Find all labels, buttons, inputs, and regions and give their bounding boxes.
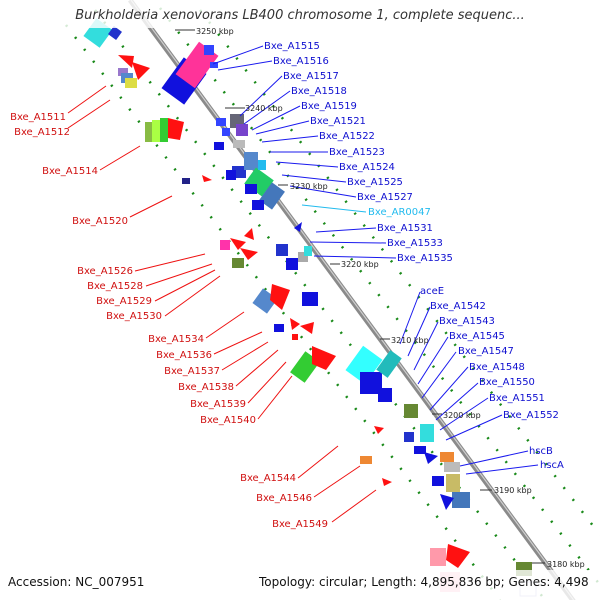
gene-label[interactable]: Bxe_A1544 [240,473,296,484]
gene-label[interactable]: Bxe_A1520 [72,216,128,227]
gene-label[interactable]: Bxe_A1516 [273,56,329,67]
gene-label-rna[interactable]: Bxe_AR0047 [368,207,431,218]
gene-label[interactable]: Bxe_A1551 [489,393,545,404]
gene-label[interactable]: Bxe_A1548 [469,362,525,373]
accession-text: Accession: NC_007951 [8,575,144,589]
tick-label: 3210 kbp [391,336,429,345]
gene-label[interactable]: Bxe_A1527 [357,192,413,203]
gene-label[interactable]: Bxe_A1536 [156,350,212,361]
minus-leaders [67,85,377,523]
gene-label[interactable]: Bxe_A1530 [106,311,162,322]
gene-label[interactable]: Bxe_A1531 [377,223,433,234]
gene-label[interactable]: Bxe_A1539 [190,399,246,410]
gene-label[interactable]: Bxe_A1528 [87,281,143,292]
gene-label[interactable]: Bxe_A1526 [77,266,133,277]
gene-label[interactable]: Bxe_A1521 [310,116,366,127]
gene-label[interactable]: Bxe_A1538 [178,382,234,393]
gene-label[interactable]: Bxe_A1522 [319,131,375,142]
gene-label[interactable]: Bxe_A1534 [148,334,204,345]
gene-label[interactable]: Bxe_A1511 [10,112,66,123]
tick-label: 3250 kbp [196,27,234,36]
gene-label[interactable]: Bxe_A1512 [14,127,70,138]
gene-label[interactable]: Bxe_A1542 [430,301,486,312]
tick-label: 3180 kbp [547,560,585,569]
summary-text: Topology: circular; Length: 4,895,836 bp… [258,575,589,589]
gene-label[interactable]: Bxe_A1533 [387,238,443,249]
footer-band [0,570,600,600]
gene-label[interactable]: Bxe_A1549 [272,519,328,530]
tick-label: 3240 kbp [245,104,283,113]
gene-label[interactable]: Bxe_A1529 [96,296,152,307]
genes-top[interactable] [83,18,219,105]
gene-label[interactable]: Bxe_A1545 [449,331,505,342]
gene-label[interactable]: hscB [529,446,553,457]
gene-label[interactable]: Bxe_A1517 [283,71,339,82]
gene-label[interactable]: Bxe_A1518 [291,86,347,97]
gene-label[interactable]: Bxe_A1523 [329,147,385,158]
gene-label[interactable]: Bxe_A1543 [439,316,495,327]
gene-label[interactable]: Bxe_A1550 [479,377,535,388]
gene-label[interactable]: Bxe_A1514 [42,166,98,177]
plus-gene-labels: Bxe_A1515 Bxe_A1516 Bxe_A1517 Bxe_A1518 … [264,41,564,471]
tick-label: 3220 kbp [341,260,379,269]
page-title: Burkholderia xenovorans LB400 chromosome… [75,8,525,23]
gene-label[interactable]: Bxe_A1547 [458,346,514,357]
title-band [0,0,600,28]
gene-label[interactable]: Bxe_A1546 [256,493,312,504]
minus-gene-labels: Bxe_A1511 Bxe_A1512 Bxe_A1514 Bxe_A1520 … [10,112,328,530]
gene-label[interactable]: Bxe_A1525 [347,177,403,188]
tick-label: 3200 kbp [443,411,481,420]
gene-label[interactable]: Bxe_A1535 [397,253,453,264]
chromosome-backbone [127,0,576,600]
kbp-ticks [175,29,545,564]
gene-label[interactable]: Bxe_A1515 [264,41,320,52]
strand-guides [65,7,600,600]
gene-label[interactable]: Bxe_A1519 [301,101,357,112]
tick-labels: 3250 kbp 3240 kbp 3230 kbp 3220 kbp 3210… [196,27,585,569]
rna-leader [301,204,367,213]
gene-label[interactable]: Bxe_A1552 [503,410,559,421]
plus-leaders [212,45,539,475]
gene-label[interactable]: hscA [540,460,564,471]
tick-label: 3190 kbp [494,486,532,495]
gene-label[interactable]: Bxe_A1537 [164,366,220,377]
genes-middle[interactable] [220,228,336,383]
gene-label[interactable]: Bxe_A1540 [200,415,256,426]
gene-label[interactable]: aceE [420,286,444,297]
gene-label[interactable]: Bxe_A1524 [339,162,395,173]
tick-label: 3230 kbp [290,182,328,191]
genes-upper-mid[interactable] [145,114,302,232]
